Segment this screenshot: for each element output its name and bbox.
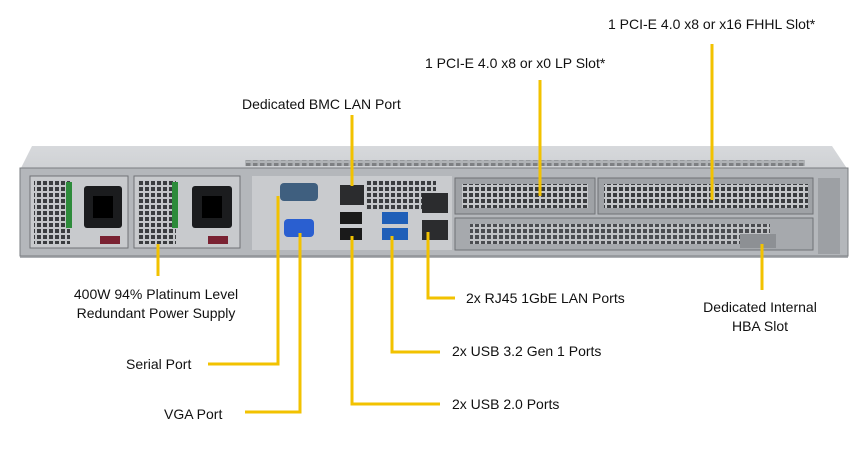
label-serial: Serial Port: [126, 356, 192, 372]
label-psu-line1: 400W 94% Platinum Level: [73, 286, 239, 302]
bmc-lan-jack: [340, 185, 364, 205]
callout-lines: [156, 44, 764, 414]
callout-vga: [245, 233, 302, 414]
lp-slot-bracket: [462, 184, 588, 208]
usb20-port-2: [340, 228, 362, 240]
usb32-port-1: [382, 212, 408, 224]
vga-connector: [284, 219, 314, 237]
callout-rj45: [426, 232, 455, 300]
callout-serial: [208, 196, 280, 366]
label-usb20: 2x USB 2.0 Ports: [452, 396, 560, 412]
usb32-port-2: [382, 228, 408, 240]
label-psu-line2: Redundant Power Supply: [76, 305, 236, 321]
label-hba-line1: Dedicated Internal: [703, 299, 817, 315]
label-lp-slot: 1 PCI-E 4.0 x8 or x0 LP Slot*: [425, 55, 606, 71]
label-psu: 400W 94% Platinum Level Redundant Power …: [56, 285, 256, 323]
label-fhhl-slot: 1 PCI-E 4.0 x8 or x16 FHHL Slot*: [608, 16, 816, 32]
expansion-area: [454, 177, 814, 251]
serial-connector: [280, 183, 318, 201]
label-hba: Dedicated Internal HBA Slot: [700, 298, 820, 336]
label-bmc-lan: Dedicated BMC LAN Port: [242, 96, 401, 112]
psu-1: [29, 175, 129, 249]
callout-usb20: [350, 236, 440, 406]
label-hba-line2: HBA Slot: [731, 318, 789, 334]
psu-2: [133, 175, 241, 249]
usb20-port-1: [340, 212, 362, 224]
hba-slot: [740, 234, 776, 248]
rj45-jack-2: [422, 220, 448, 240]
rj45-jack-1: [422, 193, 448, 213]
label-vga: VGA Port: [164, 406, 223, 422]
fhhl-slot-bracket: [604, 184, 808, 208]
label-usb32: 2x USB 3.2 Gen 1 Ports: [452, 343, 602, 359]
callout-usb32: [390, 236, 440, 354]
label-rj45: 2x RJ45 1GbE LAN Ports: [466, 290, 625, 306]
